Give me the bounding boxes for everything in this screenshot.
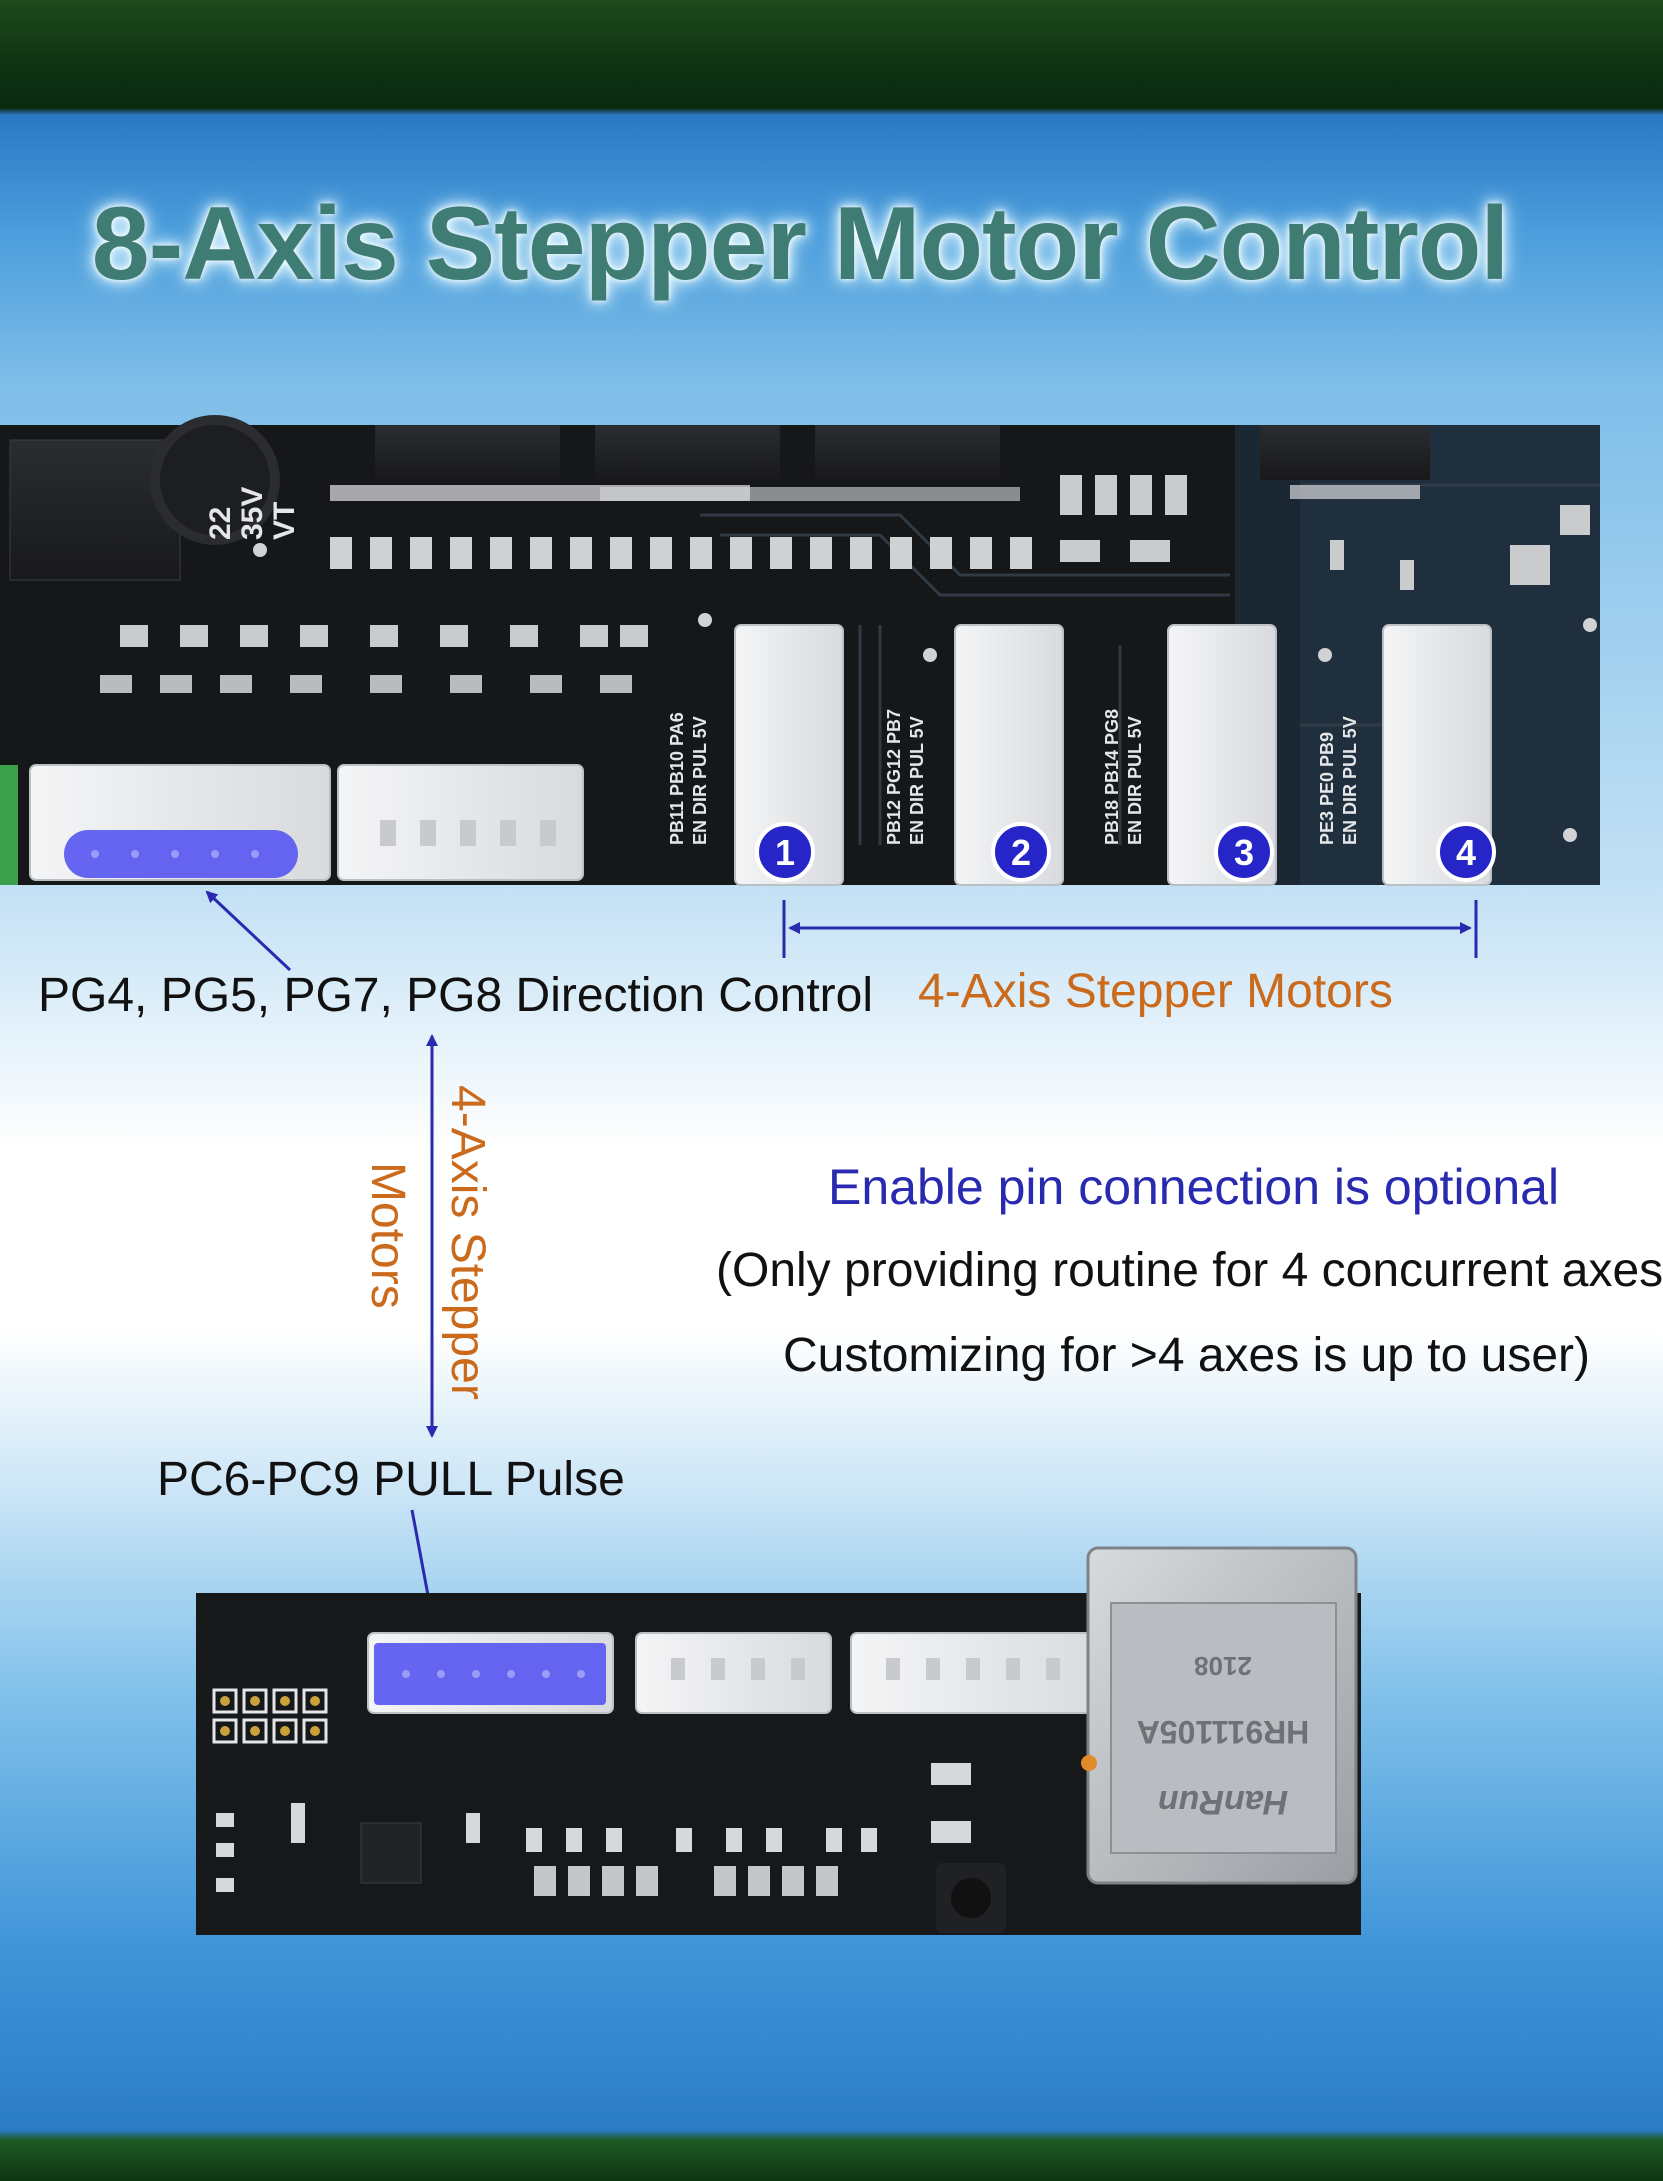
- direction-pointer-arrow: [205, 890, 292, 972]
- pulse-label: PC6-PC9 PULL Pulse: [157, 1453, 625, 1506]
- pcb-label-4b: EN DIR PUL 5V: [1340, 716, 1360, 845]
- bottom-board-artwork: 2108 HR911105A HanRun: [212, 1546, 1358, 1933]
- pcb-label-1a: PB11 PB10 PA6: [667, 712, 687, 845]
- motor-badge-4-circle: [1436, 822, 1496, 882]
- motor-badge-3: 3: [1234, 832, 1254, 873]
- motor-badge-3-circle: [1214, 822, 1274, 882]
- pcb-label-1b: EN DIR PUL 5V: [690, 716, 710, 845]
- pcb-label-4a: PE3 PE0 PB9: [1317, 732, 1337, 845]
- direction-highlight: [64, 830, 298, 878]
- customize-note: Customizing for >4 axes is up to user): [783, 1329, 1591, 1382]
- motor-badge-2-circle: [991, 822, 1051, 882]
- enable-note: Enable pin connection is optional: [828, 1159, 1560, 1215]
- vertical-label-line1: 4-Axis Stepper: [441, 1085, 495, 1400]
- page-title: 8-Axis Stepper Motor Control: [91, 186, 1510, 302]
- capacitor-text-2: 35V: [236, 487, 269, 540]
- motor-badge-1-circle: [755, 822, 815, 882]
- pcb-label-3a: PB18 PB14 PG8: [1102, 709, 1122, 845]
- pcb-label-2a: PB12 PG12 PB7: [884, 709, 904, 845]
- motor-badge-4: 4: [1456, 832, 1476, 873]
- motor-badge-2: 2: [1011, 832, 1031, 873]
- routine-note: (Only providing routine for 4 concurrent…: [716, 1244, 1663, 1297]
- jack-model-text: HR911105A: [1137, 1714, 1310, 1750]
- bottom-circuit-board: 2108 HR911105A HanRun: [196, 1546, 1361, 1935]
- capacitor-text-1: 22: [204, 507, 237, 540]
- pcb-label-2b: EN DIR PUL 5V: [907, 716, 927, 845]
- jack-brand-text: HanRun: [1158, 1783, 1288, 1821]
- top-board-artwork: PB11 PB10 PA6 EN DIR PUL 5V PB12 PG12 PB…: [0, 415, 1600, 886]
- motor-badge-1: 1: [775, 832, 795, 873]
- stepper-motors-label: 4-Axis Stepper Motors: [918, 965, 1393, 1018]
- top-circuit-board: PB11 PB10 PA6 EN DIR PUL 5V PB12 PG12 PB…: [0, 415, 1600, 886]
- jack-code-text: 2108: [1194, 1651, 1252, 1681]
- pulse-highlight: [374, 1643, 606, 1705]
- capacitor-text-3: VT: [268, 502, 301, 540]
- direction-control-label: PG4, PG5, PG7, PG8 Direction Control: [38, 969, 874, 1022]
- vertical-label-line2: Motors: [361, 1162, 415, 1309]
- pcb-label-3b: EN DIR PUL 5V: [1125, 716, 1145, 845]
